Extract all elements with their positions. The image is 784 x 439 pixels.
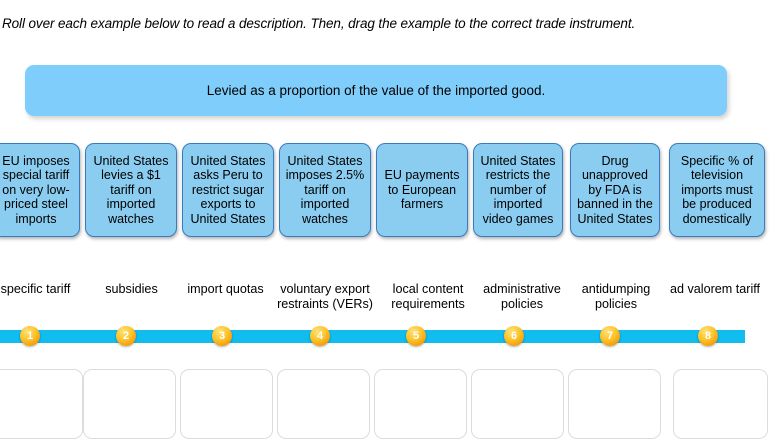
instrument-labels-row: specific tariff subsidies import quotas vol… bbox=[0, 282, 784, 316]
example-card-label: United States imposes 2.5% tariff on imp… bbox=[285, 153, 365, 226]
example-card-label: EU payments to European farmers bbox=[384, 168, 460, 212]
instrument-label: subsidies bbox=[105, 282, 158, 296]
example-card-label: Specific % of television imports must be… bbox=[680, 153, 754, 226]
instrument-bar bbox=[0, 330, 745, 343]
bar-node[interactable]: 1 bbox=[20, 326, 40, 346]
instrument-label: local content requirements bbox=[391, 282, 465, 311]
example-card-label: United States levies a $1 tariff on impo… bbox=[93, 153, 169, 226]
drop-zone[interactable] bbox=[568, 369, 661, 439]
drop-zone[interactable] bbox=[673, 369, 768, 439]
example-card-label: Drug unapproved by FDA is banned in the … bbox=[577, 153, 653, 226]
bar-node[interactable]: 8 bbox=[698, 326, 718, 346]
examples-row: EU imposes special tariff on very low-pr… bbox=[0, 143, 784, 239]
drop-zones-row bbox=[0, 369, 784, 439]
instrument-label: voluntary export restraints (VERs) bbox=[277, 282, 373, 311]
drop-zone[interactable] bbox=[374, 369, 467, 439]
instrument-label: administrative policies bbox=[483, 282, 561, 311]
bar-node[interactable]: 5 bbox=[406, 326, 426, 346]
example-card[interactable]: United States restricts the number of im… bbox=[473, 143, 563, 237]
example-card[interactable]: United States asks Peru to restrict suga… bbox=[182, 143, 274, 237]
drop-zone[interactable] bbox=[0, 369, 83, 439]
example-card-label: United States restricts the number of im… bbox=[480, 153, 556, 226]
instruction-text: Roll over each example below to read a d… bbox=[2, 16, 636, 31]
example-card[interactable]: Drug unapproved by FDA is banned in the … bbox=[570, 143, 660, 237]
description-banner-text: Levied as a proportion of the value of t… bbox=[206, 83, 546, 98]
example-card[interactable]: Specific % of television imports must be… bbox=[669, 143, 765, 237]
instrument-label: specific tariff bbox=[0, 282, 71, 296]
example-card-label: EU imposes special tariff on very low-pr… bbox=[2, 153, 70, 226]
example-card[interactable]: EU payments to European farmers bbox=[376, 143, 468, 237]
drop-zone[interactable] bbox=[83, 369, 176, 439]
drop-zone[interactable] bbox=[471, 369, 564, 439]
bar-node[interactable]: 2 bbox=[116, 326, 136, 346]
example-card[interactable]: United States levies a $1 tariff on impo… bbox=[85, 143, 177, 237]
bar-node[interactable]: 4 bbox=[310, 326, 330, 346]
example-card[interactable]: EU imposes special tariff on very low-pr… bbox=[0, 143, 80, 237]
bar-node[interactable]: 3 bbox=[212, 326, 232, 346]
drop-zone[interactable] bbox=[180, 369, 273, 439]
drop-zone[interactable] bbox=[277, 369, 370, 439]
bar-node[interactable]: 6 bbox=[504, 326, 524, 346]
instrument-label: antidumping policies bbox=[581, 282, 651, 311]
example-card[interactable]: United States imposes 2.5% tariff on imp… bbox=[279, 143, 371, 237]
bar-node[interactable]: 7 bbox=[600, 326, 620, 346]
instrument-label: ad valorem tariff bbox=[669, 282, 761, 296]
description-banner: Levied as a proportion of the value of t… bbox=[25, 65, 727, 116]
instrument-label: import quotas bbox=[187, 282, 264, 296]
example-card-label: United States asks Peru to restrict suga… bbox=[190, 153, 266, 226]
